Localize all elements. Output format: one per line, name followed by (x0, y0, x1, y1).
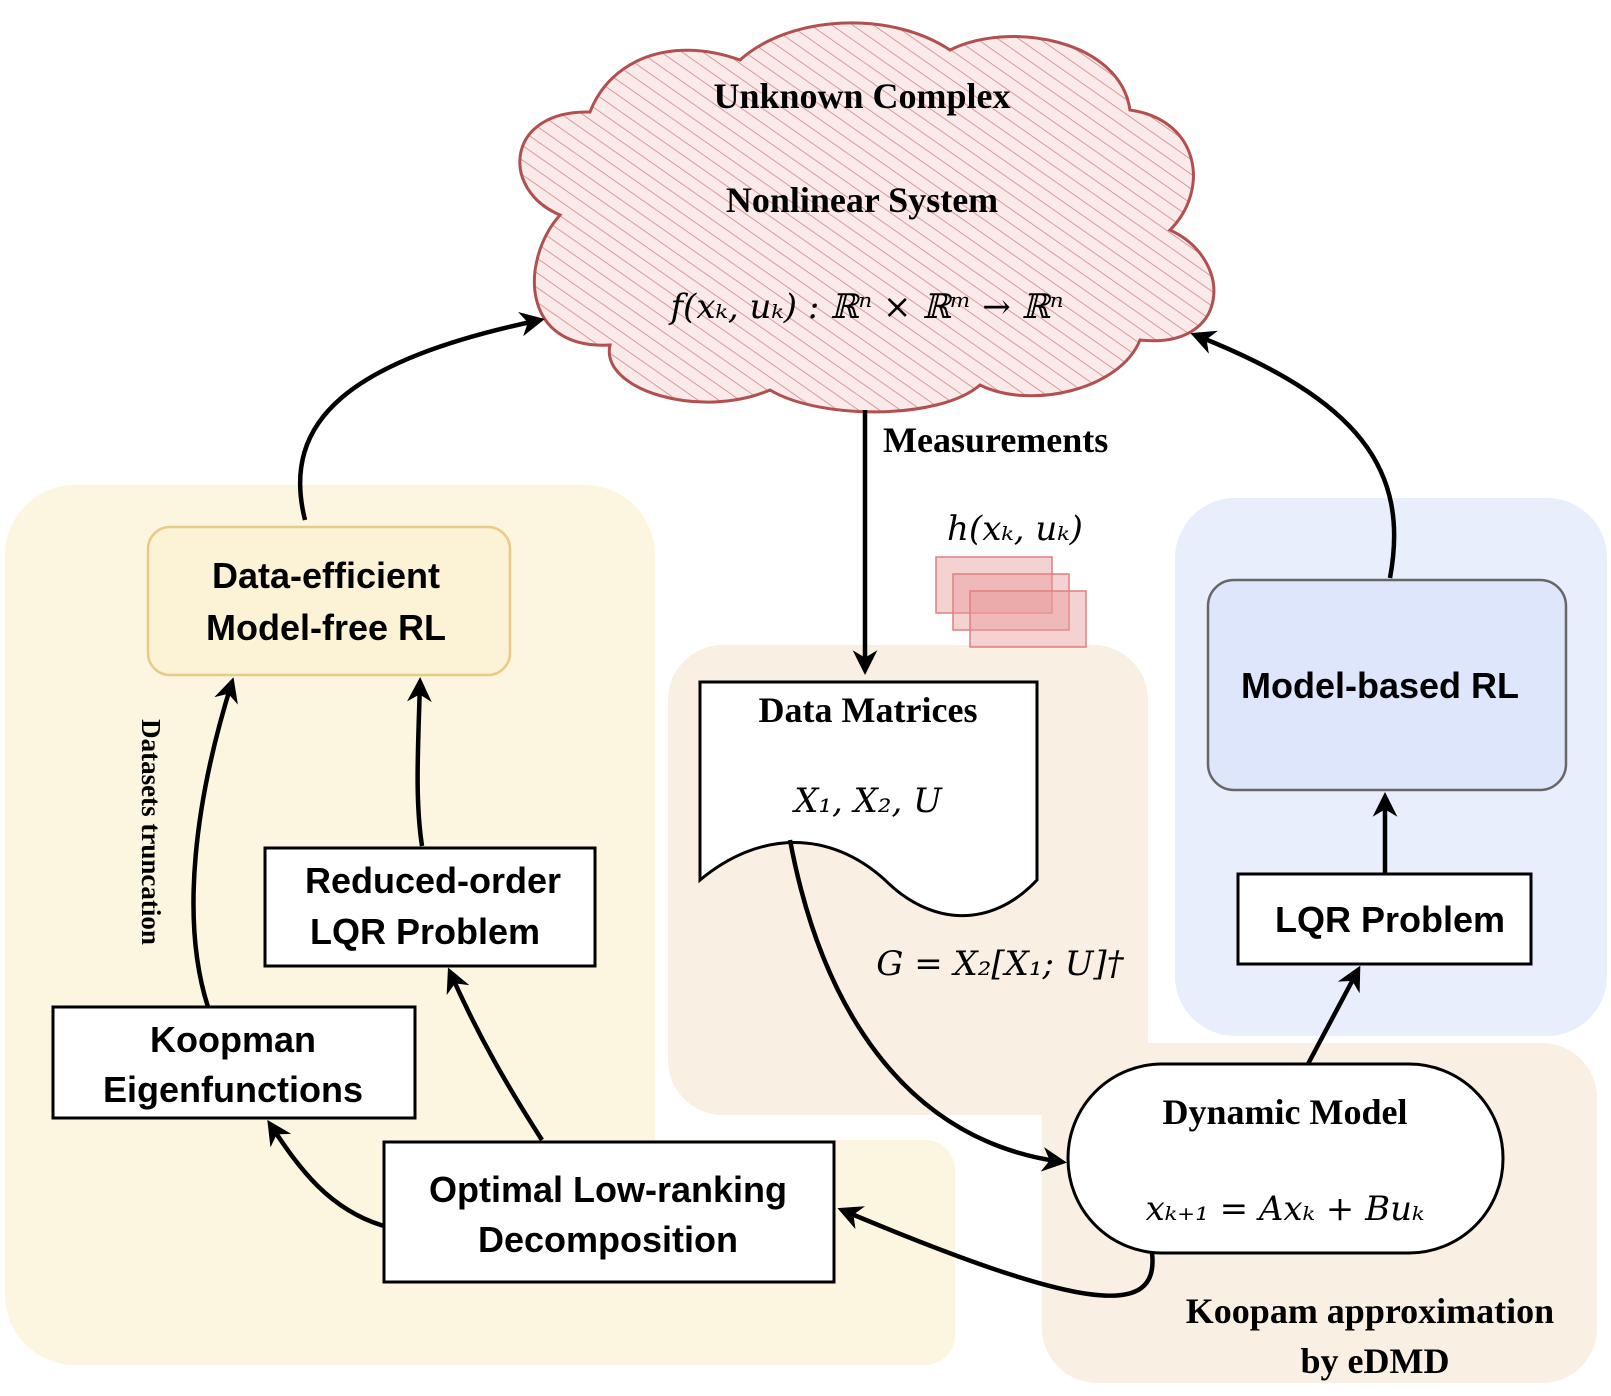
arrow-lowrank-to-koopman (267, 1119, 385, 1229)
arrow-modelbased-to-cloud (1190, 330, 1397, 579)
dynamic-model-formula: xₖ₊₁ = Axₖ + Buₖ (1146, 1189, 1425, 1229)
dynamic-model-box (1066, 1062, 1505, 1255)
cloud-shape (518, 21, 1216, 414)
lqr-problem-label: LQR Problem (1275, 899, 1505, 940)
observable-rect-1 (935, 556, 1053, 614)
reduced-lqr-line2: LQR Problem (310, 911, 540, 952)
edmd-label-line2: by eDMD (1301, 1341, 1450, 1381)
data-matrices-title: Data Matrices (759, 690, 978, 730)
arrow-dynamic-to-lowrank (837, 1206, 1155, 1298)
cloud-title-line2: Nonlinear System (726, 180, 998, 220)
data-matrices-box (698, 680, 1039, 918)
datasets-truncation-label: Datasets truncation (136, 719, 166, 945)
observable-rect-2 (952, 573, 1070, 631)
low-rank-line2: Decomposition (478, 1219, 738, 1260)
regression-formula: G = X₂[X₁; U]† (876, 944, 1124, 984)
reduced-lqr-box (263, 846, 597, 968)
cloud-formula: f(xₖ, uₖ) : ℝⁿ × ℝᵐ → ℝⁿ (667, 287, 1063, 327)
low-rank-line1: Optimal Low-ranking (429, 1169, 787, 1210)
data-matrices-formula: X₁, X₂, U (791, 781, 943, 821)
arrow-lowrank-to-reducedlqr (446, 967, 544, 1142)
measurements-label: Measurements (883, 420, 1108, 460)
model-free-rl-line1: Data-efficient (212, 555, 440, 596)
reduced-lqr-line1: Reduced-order (305, 860, 561, 901)
arrow-koopman-to-modelfree (191, 677, 238, 1008)
arrow-reducedlqr-to-modelfree (407, 677, 432, 847)
arrow-modelfree-to-cloud (297, 311, 545, 521)
edmd-label-line1: Koopam approximation (1186, 1291, 1554, 1331)
arrow-datamatrices-to-dynamic (787, 839, 1067, 1172)
model-based-rl-label: Model-based RL (1241, 665, 1519, 706)
observable-label: h(xₖ, uₖ) (947, 509, 1083, 549)
lqr-problem-box (1236, 872, 1533, 966)
koopman-eigen-line2: Eigenfunctions (103, 1069, 363, 1110)
model-based-rl-box (1206, 578, 1568, 792)
koopman-eigen-line1: Koopman (150, 1019, 316, 1060)
model-free-rl-line2: Model-free RL (206, 607, 446, 648)
observable-rect-3 (969, 590, 1087, 648)
dynamic-model-title: Dynamic Model (1163, 1092, 1408, 1132)
model-free-rl-box (146, 525, 512, 677)
koopman-eigen-box (51, 1005, 417, 1120)
arrow-dynamic-to-lqr (1306, 965, 1361, 1066)
cloud-title-line1: Unknown Complex (713, 76, 1010, 116)
low-rank-box (382, 1140, 836, 1284)
